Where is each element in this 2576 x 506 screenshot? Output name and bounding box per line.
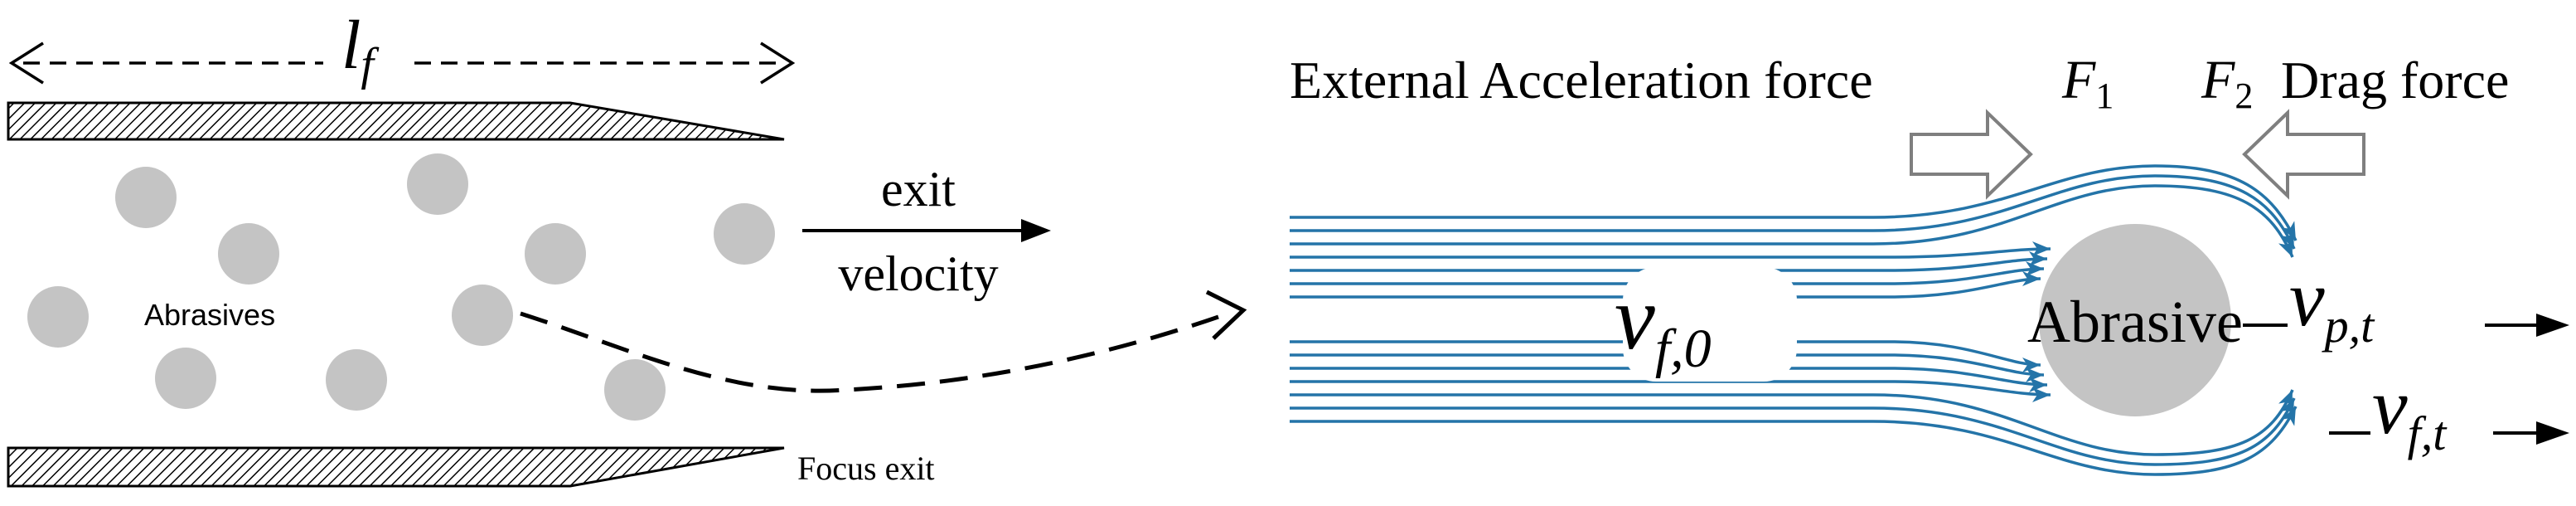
zoom-connector-arrowhead	[1205, 289, 1247, 340]
external-acceleration-heading: External Acceleration force	[1290, 51, 1873, 109]
streamline	[1290, 340, 2041, 372]
focus-exit-label: Focus exit	[797, 450, 935, 487]
particle	[604, 359, 666, 421]
fluid-inlet-velocity-label: vf,0	[1615, 267, 1712, 379]
particle	[326, 349, 387, 411]
exit-velocity-label-line1: exit	[881, 162, 956, 217]
f1-label: F1	[2061, 50, 2114, 116]
particle	[525, 223, 586, 285]
zoom-connector-dashed-arrow	[520, 311, 1219, 393]
streamline	[1290, 353, 2045, 382]
nozzle-top-wall	[7, 101, 785, 141]
fluid-exit-velocity-label: vf,t	[2372, 362, 2448, 460]
particle-velocity-arrowhead	[2536, 314, 2569, 337]
exit-velocity-label-line2: velocity	[838, 246, 998, 301]
streamline	[1290, 184, 2294, 258]
drag-force-label: Drag force	[2281, 51, 2509, 109]
particle	[115, 167, 177, 228]
streamline	[1290, 271, 2041, 299]
length-dimension: lf	[8, 7, 796, 90]
particle	[452, 285, 513, 346]
streamline	[1290, 406, 2298, 476]
nozzle-bottom-wall	[7, 446, 785, 488]
streamline	[1290, 251, 2048, 272]
streamline	[1290, 261, 2045, 285]
abrasive-particles	[27, 153, 775, 421]
fluid-exit-velocity-arrowhead	[2536, 421, 2569, 445]
particle	[155, 348, 216, 409]
streamline	[1290, 164, 2298, 241]
streamlines	[1290, 164, 2298, 476]
streamline	[1290, 367, 2048, 392]
abrasive-particle	[2039, 224, 2231, 416]
particle	[27, 286, 89, 348]
f2-label: F2	[2201, 50, 2253, 116]
streamline	[1290, 389, 2294, 456]
length-arrowhead-right	[760, 41, 796, 85]
fluid-velocity-label-backdrop	[1623, 267, 1797, 382]
abrasive-label: Abrasive	[2027, 289, 2243, 355]
streamline	[1290, 397, 2296, 466]
acceleration-force-arrow	[1910, 109, 2033, 200]
particle	[714, 203, 775, 265]
flow-panel: External Acceleration force F1 F2 Drag f…	[1290, 50, 2569, 476]
particle	[407, 153, 468, 215]
exit-velocity-arrowhead	[1021, 219, 1051, 242]
particle	[218, 223, 279, 285]
length-label: lf	[341, 7, 380, 90]
streamline	[1290, 174, 2296, 250]
streamline	[1290, 380, 2051, 402]
particle-velocity-label: vp,t	[2289, 254, 2375, 353]
nozzle-panel: lf Abrasives Focus exit exit velocity	[7, 7, 1247, 488]
streamline	[1290, 241, 2051, 259]
length-arrowhead-left	[8, 41, 44, 85]
drag-force-arrow	[2242, 109, 2365, 200]
abrasives-label: Abrasives	[144, 298, 275, 332]
